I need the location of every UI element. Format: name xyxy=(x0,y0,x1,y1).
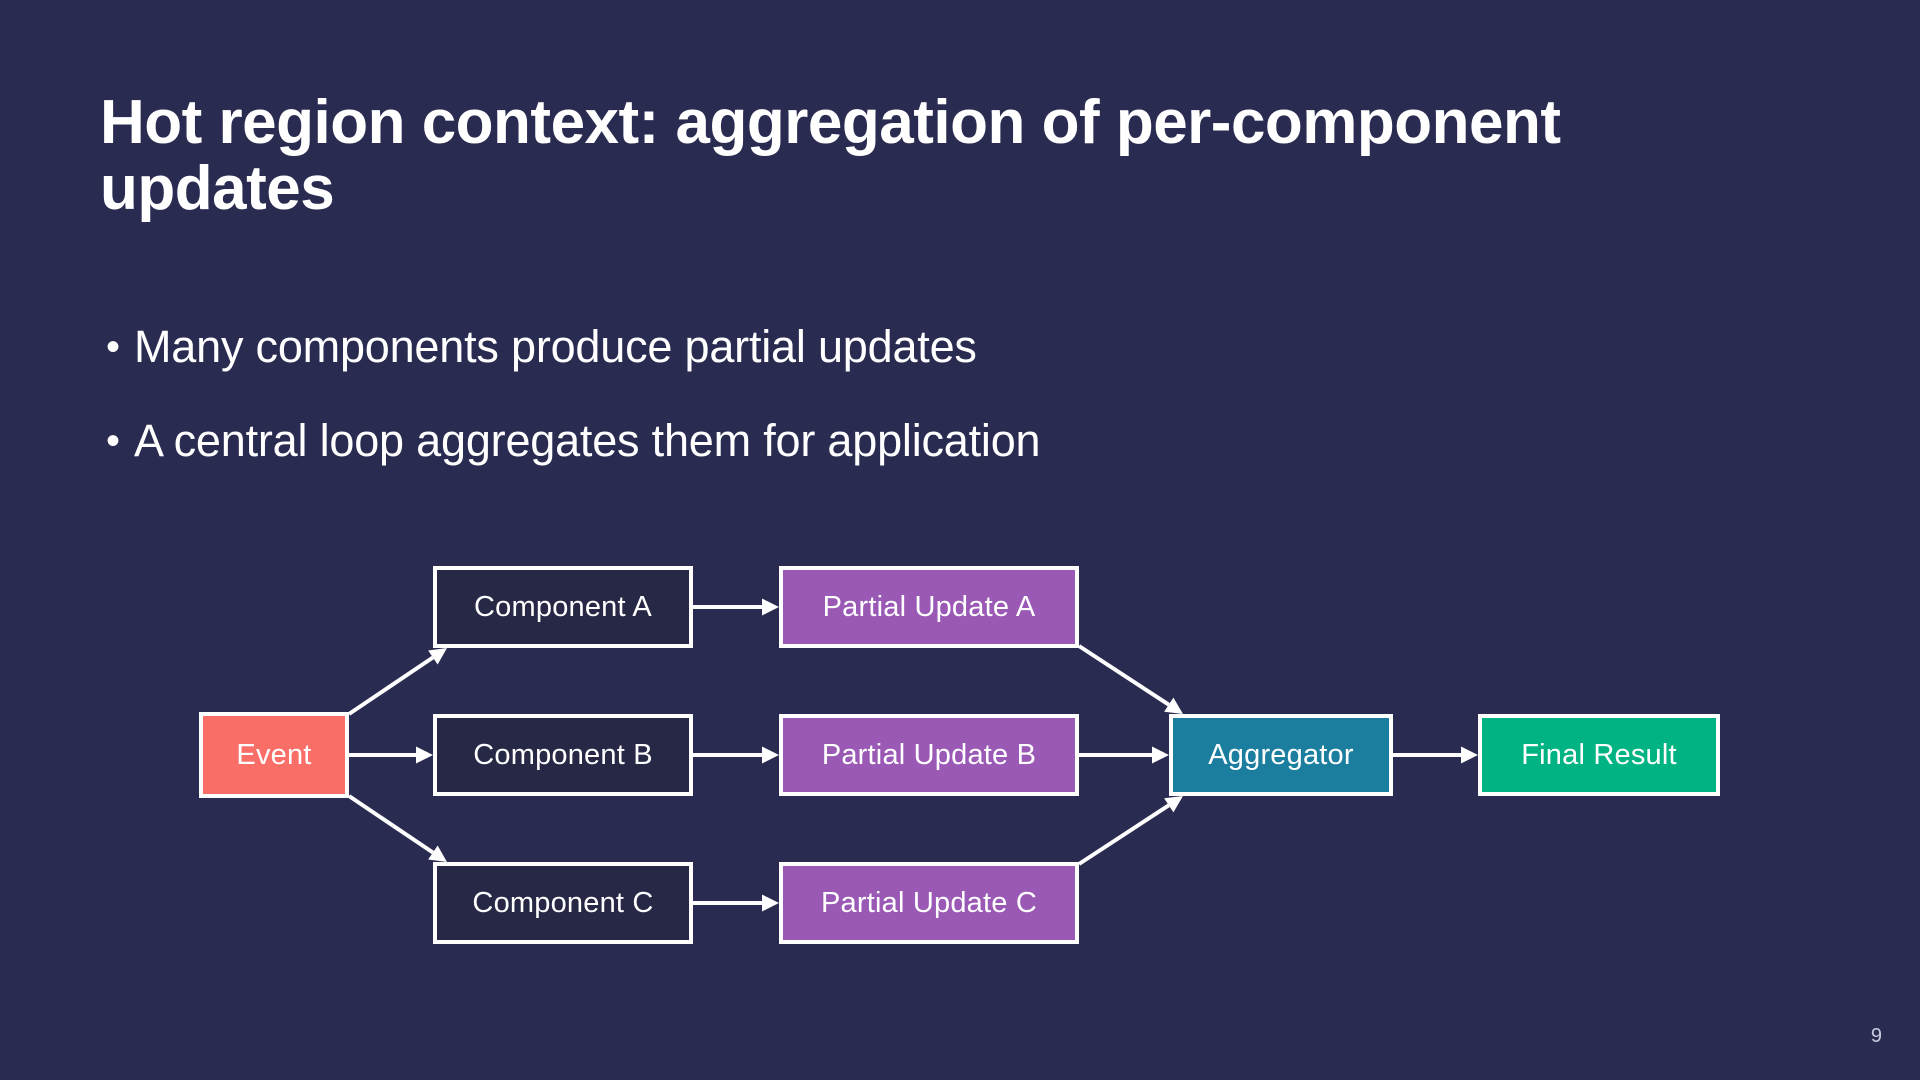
flow-node-label: Event xyxy=(236,738,312,771)
flow-edge-agg-to-final xyxy=(1393,746,1478,764)
flow-node-label: Partial Update B xyxy=(821,738,1037,771)
flow-edge-comp_b-to-pu_b xyxy=(693,746,779,764)
flow-node-label: Partial Update A xyxy=(822,590,1036,623)
flow-node-label: Component C xyxy=(472,886,654,919)
flow-node-agg: Aggregator xyxy=(1169,714,1393,796)
flow-node-label: Final Result xyxy=(1521,738,1677,771)
flow-edge-pu_c-to-agg xyxy=(1077,796,1183,866)
bullet-marker-icon: • xyxy=(106,325,121,369)
flow-edge-event-to-comp_a xyxy=(347,648,447,716)
flow-node-pu_c: Partial Update C xyxy=(779,862,1079,944)
flow-node-label: Partial Update C xyxy=(821,886,1037,919)
flow-edge-pu_a-to-agg xyxy=(1077,644,1183,714)
flow-node-label: Component B xyxy=(473,738,653,771)
flow-node-final: Final Result xyxy=(1478,714,1720,796)
flow-node-pu_a: Partial Update A xyxy=(779,566,1079,648)
page-number: 9 xyxy=(1870,1025,1882,1047)
bullet-text: Many components produce partial updates xyxy=(134,321,977,372)
flow-node-pu_b: Partial Update B xyxy=(779,714,1079,796)
flow-edge-event-to-comp_b xyxy=(349,746,433,764)
list-item: • A central loop aggregates them for app… xyxy=(100,414,1600,468)
flow-edge-pu_b-to-agg xyxy=(1079,746,1169,764)
bullet-marker-icon: • xyxy=(106,419,121,463)
bullet-text: A central loop aggregates them for appli… xyxy=(134,415,1041,466)
bullet-list: • Many components produce partial update… xyxy=(100,320,1600,508)
flow-node-comp_a: Component A xyxy=(433,566,693,648)
flow-node-comp_b: Component B xyxy=(433,714,693,796)
flow-node-event: Event xyxy=(199,712,349,798)
flow-node-comp_c: Component C xyxy=(433,862,693,944)
flow-edge-comp_c-to-pu_c xyxy=(693,894,779,912)
flow-node-label: Aggregator xyxy=(1208,738,1354,771)
list-item: • Many components produce partial update… xyxy=(100,320,1600,374)
page-title: Hot region context: aggregation of per-c… xyxy=(100,88,1561,224)
flow-edge-comp_a-to-pu_a xyxy=(693,598,779,616)
flow-node-label: Component A xyxy=(474,590,652,623)
flow-edge-event-to-comp_c xyxy=(347,794,447,862)
